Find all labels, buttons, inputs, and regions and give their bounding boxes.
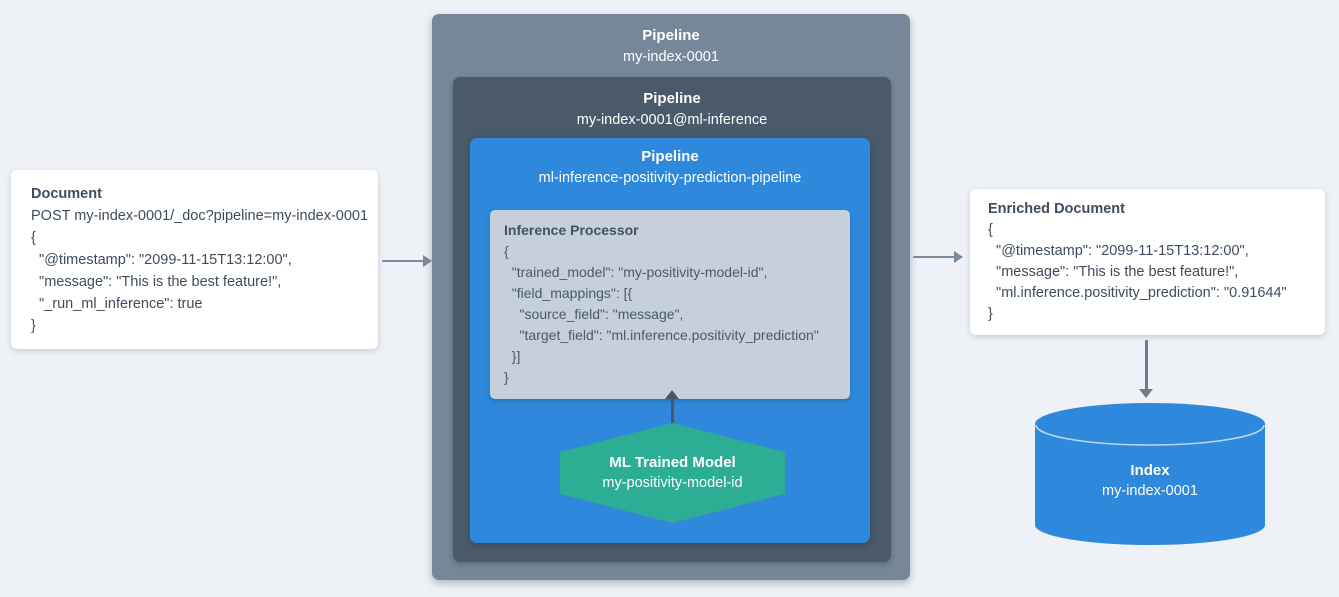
document-card-title: Document [31,186,102,202]
pipeline-outer-title: Pipeline [642,27,700,44]
enriched-document-title: Enriched Document [988,201,1125,217]
index-name: my-index-0001 [1102,483,1198,499]
arrow-shaft [913,256,957,258]
enriched-document-body: { "@timestamp": "2099-11-15T13:12:00", "… [988,222,1287,322]
inference-processor-title: Inference Processor [504,222,639,238]
index-label: Index my-index-0001 [1035,460,1265,502]
arrow-shaft [1144,340,1148,392]
index-cylinder: Index my-index-0001 [1035,402,1265,547]
inference-processor-body: { "trained_model": "my-positivity-model-… [504,243,819,385]
pipeline-mid-subtitle: my-index-0001@ml-inference [576,112,768,128]
arrow-model-to-processor [665,390,679,424]
document-card: Document POST my-index-0001/_doc?pipelin… [11,170,378,349]
arrow-head-icon [1139,389,1153,398]
arrow-shaft [382,260,426,262]
pipeline-outer-subtitle: my-index-0001 [623,49,719,65]
ml-trained-model-title: ML Trained Model [609,454,736,471]
arrow-pipeline-to-enriched-document [913,250,963,264]
pipeline-prediction-box: Pipeline ml-inference-positivity-predict… [470,138,870,543]
ml-trained-model-hexagon: ML Trained Model my-positivity-model-id [560,423,785,523]
cylinder-shape-icon [1035,403,1265,545]
arrow-enriched-document-to-index [1139,340,1153,398]
arrow-head-icon [665,390,679,399]
document-card-body: POST my-index-0001/_doc?pipeline=my-inde… [31,208,369,334]
pipeline-inner-subtitle: ml-inference-positivity-prediction-pipel… [538,170,802,186]
index-title: Index [1130,462,1170,479]
pipeline-outer-box: Pipeline my-index-0001 Pipeline my-index… [432,14,910,580]
ml-trained-model-id: my-positivity-model-id [602,475,743,491]
inference-processor-card: Inference Processor { "trained_model": "… [490,210,850,399]
enriched-document-card: Enriched Document { "@timestamp": "2099-… [970,189,1325,335]
arrow-document-to-pipeline [382,254,432,268]
pipeline-mid-title: Pipeline [643,90,701,107]
arrow-head-icon [423,255,432,267]
pipeline-inner-title: Pipeline [641,148,699,165]
arrow-head-icon [954,251,963,263]
pipeline-ml-inference-box: Pipeline my-index-0001@ml-inference Pipe… [453,77,891,562]
arrow-shaft [670,396,674,424]
